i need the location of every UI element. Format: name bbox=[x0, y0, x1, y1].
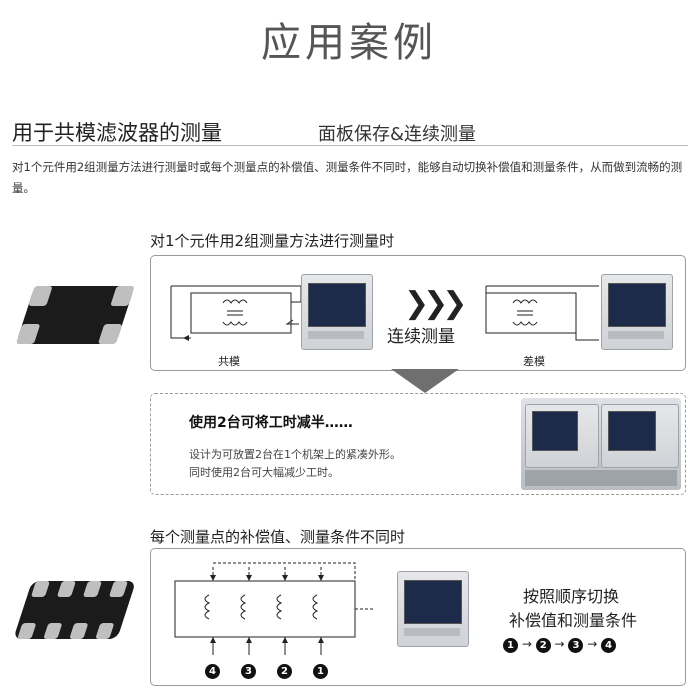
benefit-line-2: 同时使用2台可大幅减少工时。 bbox=[189, 466, 339, 479]
array-filter-chip-image bbox=[8, 575, 138, 649]
differential-mode-circuit-diagram bbox=[485, 285, 599, 341]
point-number-3: 3 bbox=[241, 659, 256, 679]
common-mode-circuit-diagram bbox=[170, 285, 301, 341]
benefit-line-1: 设计为可放置2台在1个机架上的紧凑外形。 bbox=[189, 448, 401, 461]
sequence-arrow: → bbox=[554, 637, 565, 651]
sequence-arrow: → bbox=[587, 637, 598, 651]
common-mode-label: 共模 bbox=[218, 355, 240, 368]
lcr-meter-image bbox=[301, 274, 373, 350]
divider bbox=[12, 145, 688, 146]
continuous-measurement-label: 连续测量 bbox=[387, 327, 455, 347]
sequence-arrow: → bbox=[521, 637, 532, 651]
sequence-step-3: 3 bbox=[568, 638, 584, 653]
benefit-panel: 使用2台可将工时减半…… 设计为可放置2台在1个机架上的紧凑外形。 同时使用2台… bbox=[150, 393, 686, 495]
differential-mode-label: 差模 bbox=[523, 355, 545, 368]
sequence-step-1: 1 bbox=[503, 638, 518, 653]
lcr-meter-image bbox=[601, 274, 673, 350]
common-mode-filter-chip-image bbox=[10, 282, 134, 352]
multi-point-circuit-diagram bbox=[174, 562, 375, 655]
case2-panel: 4 3 2 1 按照顺序切换 补偿值和测量条件 1 → 2 → 3 → 4 bbox=[150, 548, 686, 686]
sequence-step-4: 4 bbox=[601, 638, 617, 653]
case1-panel: 共模 ❯❯❯ 连续测量 差模 bbox=[150, 255, 686, 371]
section-title: 用于共模滤波器的测量 bbox=[12, 121, 222, 145]
point-number-4: 4 bbox=[205, 659, 220, 679]
case1-caption: 对1个元件用2组测量方法进行测量时 bbox=[150, 232, 395, 250]
switch-line-2: 补偿值和测量条件 bbox=[509, 611, 638, 630]
page-title: 应用案例 bbox=[261, 20, 437, 66]
sequence-step-2: 2 bbox=[535, 638, 551, 653]
point-number-2: 2 bbox=[277, 659, 292, 679]
point-number-1: 1 bbox=[313, 659, 328, 679]
switch-line-1: 按照顺序切换 bbox=[523, 587, 620, 606]
description: 对1个元件用2组测量方法进行测量时或每个测量点的补偿值、测量条件不同时，能够自动… bbox=[12, 160, 683, 195]
rack-two-units-image bbox=[521, 398, 681, 490]
down-triangle-icon bbox=[391, 369, 459, 393]
switch-sequence: 1 → 2 → 3 → 4 bbox=[503, 637, 617, 653]
section-subtitle: 面板保存&连续测量 bbox=[318, 124, 477, 145]
benefit-heading: 使用2台可将工时减半…… bbox=[189, 415, 353, 431]
lcr-meter-image bbox=[397, 571, 469, 647]
case2-caption: 每个测量点的补偿值、测量条件不同时 bbox=[150, 528, 406, 546]
continuous-arrow-icon: ❯❯❯ bbox=[404, 286, 467, 321]
